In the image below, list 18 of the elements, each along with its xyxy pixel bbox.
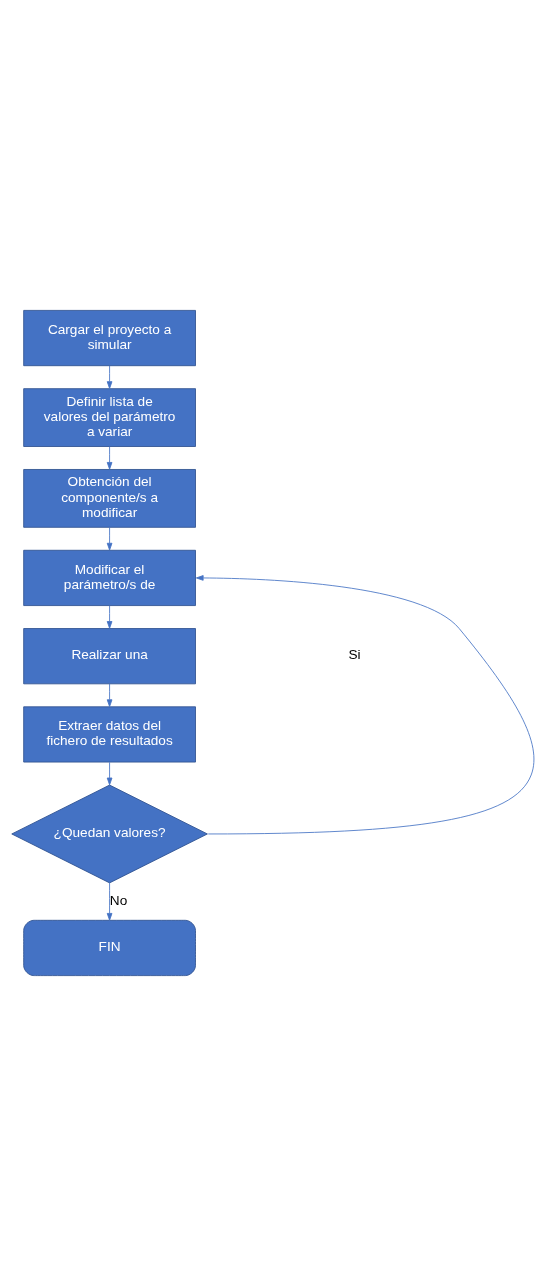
edge-label: No <box>109 892 128 908</box>
label: Si <box>348 647 361 663</box>
node-box: Modificar el parámetro/s de <box>23 549 196 606</box>
node-diamond: ¿Quedan valores? <box>11 784 208 884</box>
node-box: Obtención del componente/s a modificar <box>23 469 196 528</box>
node-box: Extraer datos del fichero de resultados <box>23 706 196 763</box>
arrow <box>106 761 113 786</box>
arrow <box>106 683 113 707</box>
node-box: Realizar una <box>23 628 196 685</box>
arrow <box>106 605 113 629</box>
node-box: Cargar el proyecto a simular <box>23 309 196 367</box>
arrow <box>195 575 535 835</box>
arrow <box>106 526 113 551</box>
arrow <box>106 882 113 921</box>
arrow <box>106 446 113 470</box>
node-box: FIN <box>23 919 196 977</box>
node-box: Definir lista de valores del parámetro a variar <box>23 388 196 447</box>
arrow <box>106 365 113 389</box>
